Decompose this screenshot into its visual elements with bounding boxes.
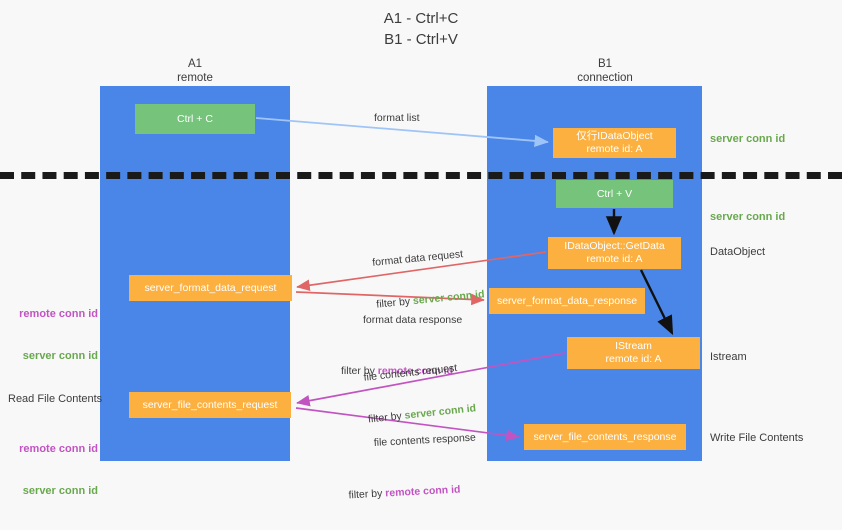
label-server-conn-id-mid: server conn id [710, 211, 786, 223]
box-server-file-contents-response[interactable]: server_file_contents_response [524, 424, 686, 450]
flow-label-format-data-response: format data response filter by remote co… [341, 285, 463, 406]
arrow-format-list [255, 117, 549, 147]
label-istream: Istream [710, 351, 747, 363]
arrow-format-data-response [295, 291, 485, 306]
arrow-file-contents-request [296, 352, 566, 407]
filter-prefix: filter by [348, 487, 386, 502]
column-header-b1: B1 connection [577, 58, 633, 84]
filter-prefix: filter by [341, 365, 378, 377]
filter-key-remote-conn-id: remote conn id [384, 483, 461, 500]
flow-line-1: format data request [371, 248, 464, 269]
box-idataobject[interactable]: 仅行IDataObject remote id: A [553, 128, 676, 158]
arrow-file-contents-response [295, 407, 520, 442]
label-server-conn-id-top: server conn id [710, 133, 786, 145]
flow-line-1: format data response [363, 314, 463, 326]
label-server-conn-id-upper: server conn id [22, 350, 98, 362]
flow-line-1: file contents response [373, 431, 477, 449]
box-ctrl-c[interactable]: Ctrl + C [135, 104, 255, 134]
label-read-file-contents: Read File Contents [8, 393, 103, 405]
page-title: A1 - Ctrl+C B1 - Ctrl+V [383, 10, 459, 48]
box-server-format-data-request[interactable]: server_format_data_request [129, 275, 292, 301]
flow-label-format-list: format list [374, 112, 420, 124]
diagram-canvas: A1 - Ctrl+C B1 - Ctrl+V A1 remote B1 con… [0, 10, 842, 501]
label-conn-ids-lower: remote conn id server conn id [10, 414, 98, 526]
connector-arrows [255, 117, 674, 442]
filter-key-remote-conn-id: remote conn id [377, 365, 454, 377]
phase-divider [0, 172, 842, 179]
flow-line-2: filter by remote conn id [341, 364, 462, 378]
label-remote-conn-id-upper: remote conn id [19, 308, 98, 320]
arrow-format-data-request [296, 251, 547, 291]
column-header-a1: A1 remote [177, 58, 213, 84]
arrow-getdata-to-istream [639, 269, 674, 336]
box-idataobject-getdata[interactable]: IDataObject::GetData remote id: A [548, 237, 681, 269]
label-remote-conn-id-lower: remote conn id [19, 443, 98, 455]
flow-label-file-contents-response: file contents response filter by remote … [348, 403, 480, 529]
label-conn-ids-upper: remote conn id server conn id [10, 279, 98, 391]
box-ctrl-v[interactable]: Ctrl + V [556, 180, 673, 208]
box-istream[interactable]: IStream remote id: A [567, 337, 700, 369]
label-write-file-contents: Write File Contents [710, 432, 804, 444]
box-server-file-contents-request[interactable]: server_file_contents_request [129, 392, 291, 418]
box-server-format-data-response[interactable]: server_format_data_response [489, 288, 645, 314]
label-dataobject: DataObject [710, 246, 766, 258]
flow-line-1: file contents request [363, 362, 458, 384]
label-server-conn-id-lower: server conn id [22, 485, 98, 497]
